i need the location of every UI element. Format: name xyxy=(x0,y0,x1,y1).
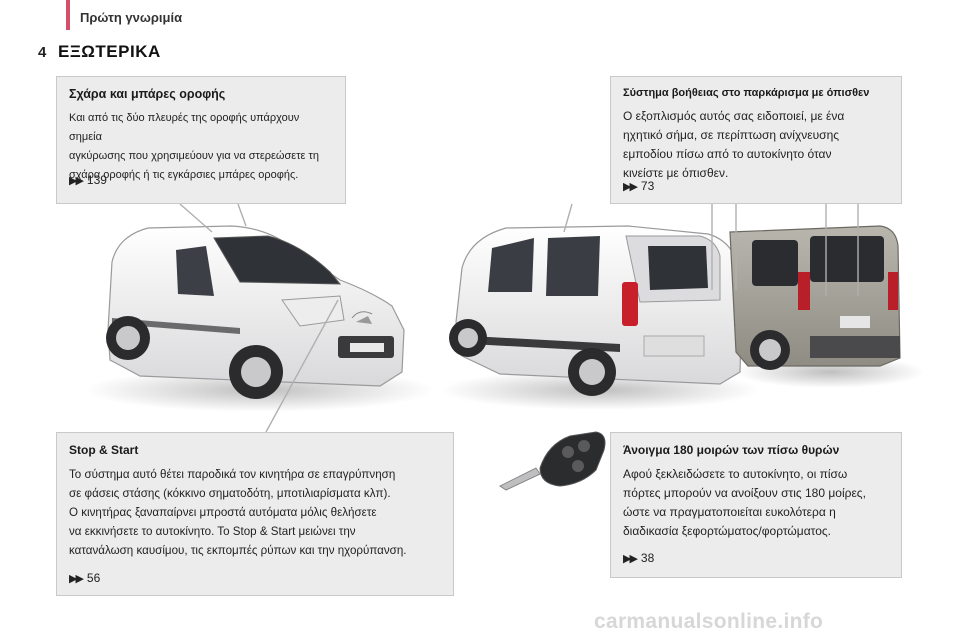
roof-rails-ref-page: 139 xyxy=(86,173,107,187)
stop-start-line-3: Ο κινητήρας ξαναπαίρνει μπροστά αυτόματα… xyxy=(69,506,377,519)
fast-forward-icon: ▶▶ xyxy=(69,573,84,585)
fast-forward-icon: ▶▶ xyxy=(623,181,638,193)
rear-doors-line-2: πόρτες μπορούν να ανοίξουν στις 180 μοίρ… xyxy=(623,486,866,500)
callout-lines xyxy=(179,203,859,433)
watermark: carmanualsonline.info xyxy=(594,610,824,633)
parking-aid-info-box: Σύστημα βοήθειας στο παρκάρισμα με όπισθ… xyxy=(610,76,902,204)
rear-doors-line-1: Αφού ξεκλειδώσετε το αυτοκίνητο, οι πίσω xyxy=(623,467,848,481)
roof-rails-page-ref[interactable]: ▶▶139 xyxy=(69,173,107,187)
parking-aid-page-ref[interactable]: ▶▶73 xyxy=(623,179,654,193)
rear-doors-page-ref[interactable]: ▶▶38 xyxy=(623,551,654,565)
rear-doors-ref-page: 38 xyxy=(640,551,655,565)
stop-start-body: Το σύστημα αυτό θέτει παροδικά τον κινητ… xyxy=(69,465,441,560)
rear-van-illustration xyxy=(440,225,760,410)
fast-forward-icon: ▶▶ xyxy=(623,553,638,565)
stop-start-info-box: Stop & Start Το σύστημα αυτό θέτει παροδ… xyxy=(56,432,454,596)
header-title: Πρώτη γνωριμία xyxy=(80,10,183,25)
front-van-illustration xyxy=(85,225,435,412)
rear-doors-line-4: διαδικασία ξεφορτώματος/φορτώματος. xyxy=(623,524,832,538)
parking-aid-title: Σύστημα βοήθειας στο παρκάρισμα με όπισθ… xyxy=(623,87,870,99)
rear-doors-body: Αφού ξεκλειδώσετε το αυτοκίνητο, οι πίσω… xyxy=(623,465,889,541)
parking-aid-body: Ο εξοπλισμός αυτός σας ειδοποιεί, με ένα… xyxy=(623,107,889,183)
parking-aid-line-3: εμποδίου πίσω από το αυτοκίνητο όταν xyxy=(623,147,832,161)
stop-start-ref-page: 56 xyxy=(86,571,101,585)
parking-aid-ref-page: 73 xyxy=(640,179,655,193)
fast-forward-icon: ▶▶ xyxy=(69,175,84,187)
roof-rails-line-2: αγκύρωσης που χρησιμεύουν για να στερεώσ… xyxy=(69,150,319,162)
section-title: ΕΞΩΤΕΡΙΚΑ xyxy=(58,42,161,61)
stop-start-line-4: να εκκινήσετε το αυτοκίνητο. Το Stop & S… xyxy=(69,525,356,538)
rear-doors-title: Άνοιγμα 180 μοιρών των πίσω θυρών xyxy=(623,443,840,457)
parking-aid-line-1: Ο εξοπλισμός αυτός σας ειδοποιεί, με ένα xyxy=(623,109,845,123)
rear-doors-info-box: Άνοιγμα 180 μοιρών των πίσω θυρών Αφού ξ… xyxy=(610,432,902,578)
page-number: 4 xyxy=(38,44,47,61)
roof-rails-line-3: σχάρα οροφής ή τις εγκάρσιες μπάρες οροφ… xyxy=(69,169,299,181)
rear-doors-line-3: ώστε να πραγματοποιείται ευκολότερα η xyxy=(623,505,836,519)
page-header: Πρώτη γνωριμία xyxy=(0,0,960,40)
remote-key-illustration xyxy=(499,431,606,491)
roof-rails-body: Και από τις δύο πλευρές της οροφής υπάρχ… xyxy=(69,109,333,185)
parking-aid-line-2: ηχητικό σήμα, σε περίπτωση ανίχνευσης xyxy=(623,128,840,142)
grey-van-illustration xyxy=(729,225,925,388)
parking-aid-line-4: κινείστε με όπισθεν. xyxy=(623,166,729,180)
stop-start-page-ref[interactable]: ▶▶56 xyxy=(69,571,100,585)
stop-start-line-5: κατανάλωση καυσίμου, τις εκπομπές ρύπων … xyxy=(69,544,407,557)
stop-start-line-2: σε φάσεις στάσης (κόκκινο σηματοδότη, μπ… xyxy=(69,487,391,500)
header-accent-bar xyxy=(66,0,70,30)
roof-rails-line-1: Και από τις δύο πλευρές της οροφής υπάρχ… xyxy=(69,112,300,143)
roof-rails-info-box: Σχάρα και μπάρες οροφής Και από τις δύο … xyxy=(56,76,346,204)
roof-rails-title: Σχάρα και μπάρες οροφής xyxy=(69,87,226,101)
stop-start-line-1: Το σύστημα αυτό θέτει παροδικά τον κινητ… xyxy=(69,468,396,481)
stop-start-title: Stop & Start xyxy=(69,443,139,457)
